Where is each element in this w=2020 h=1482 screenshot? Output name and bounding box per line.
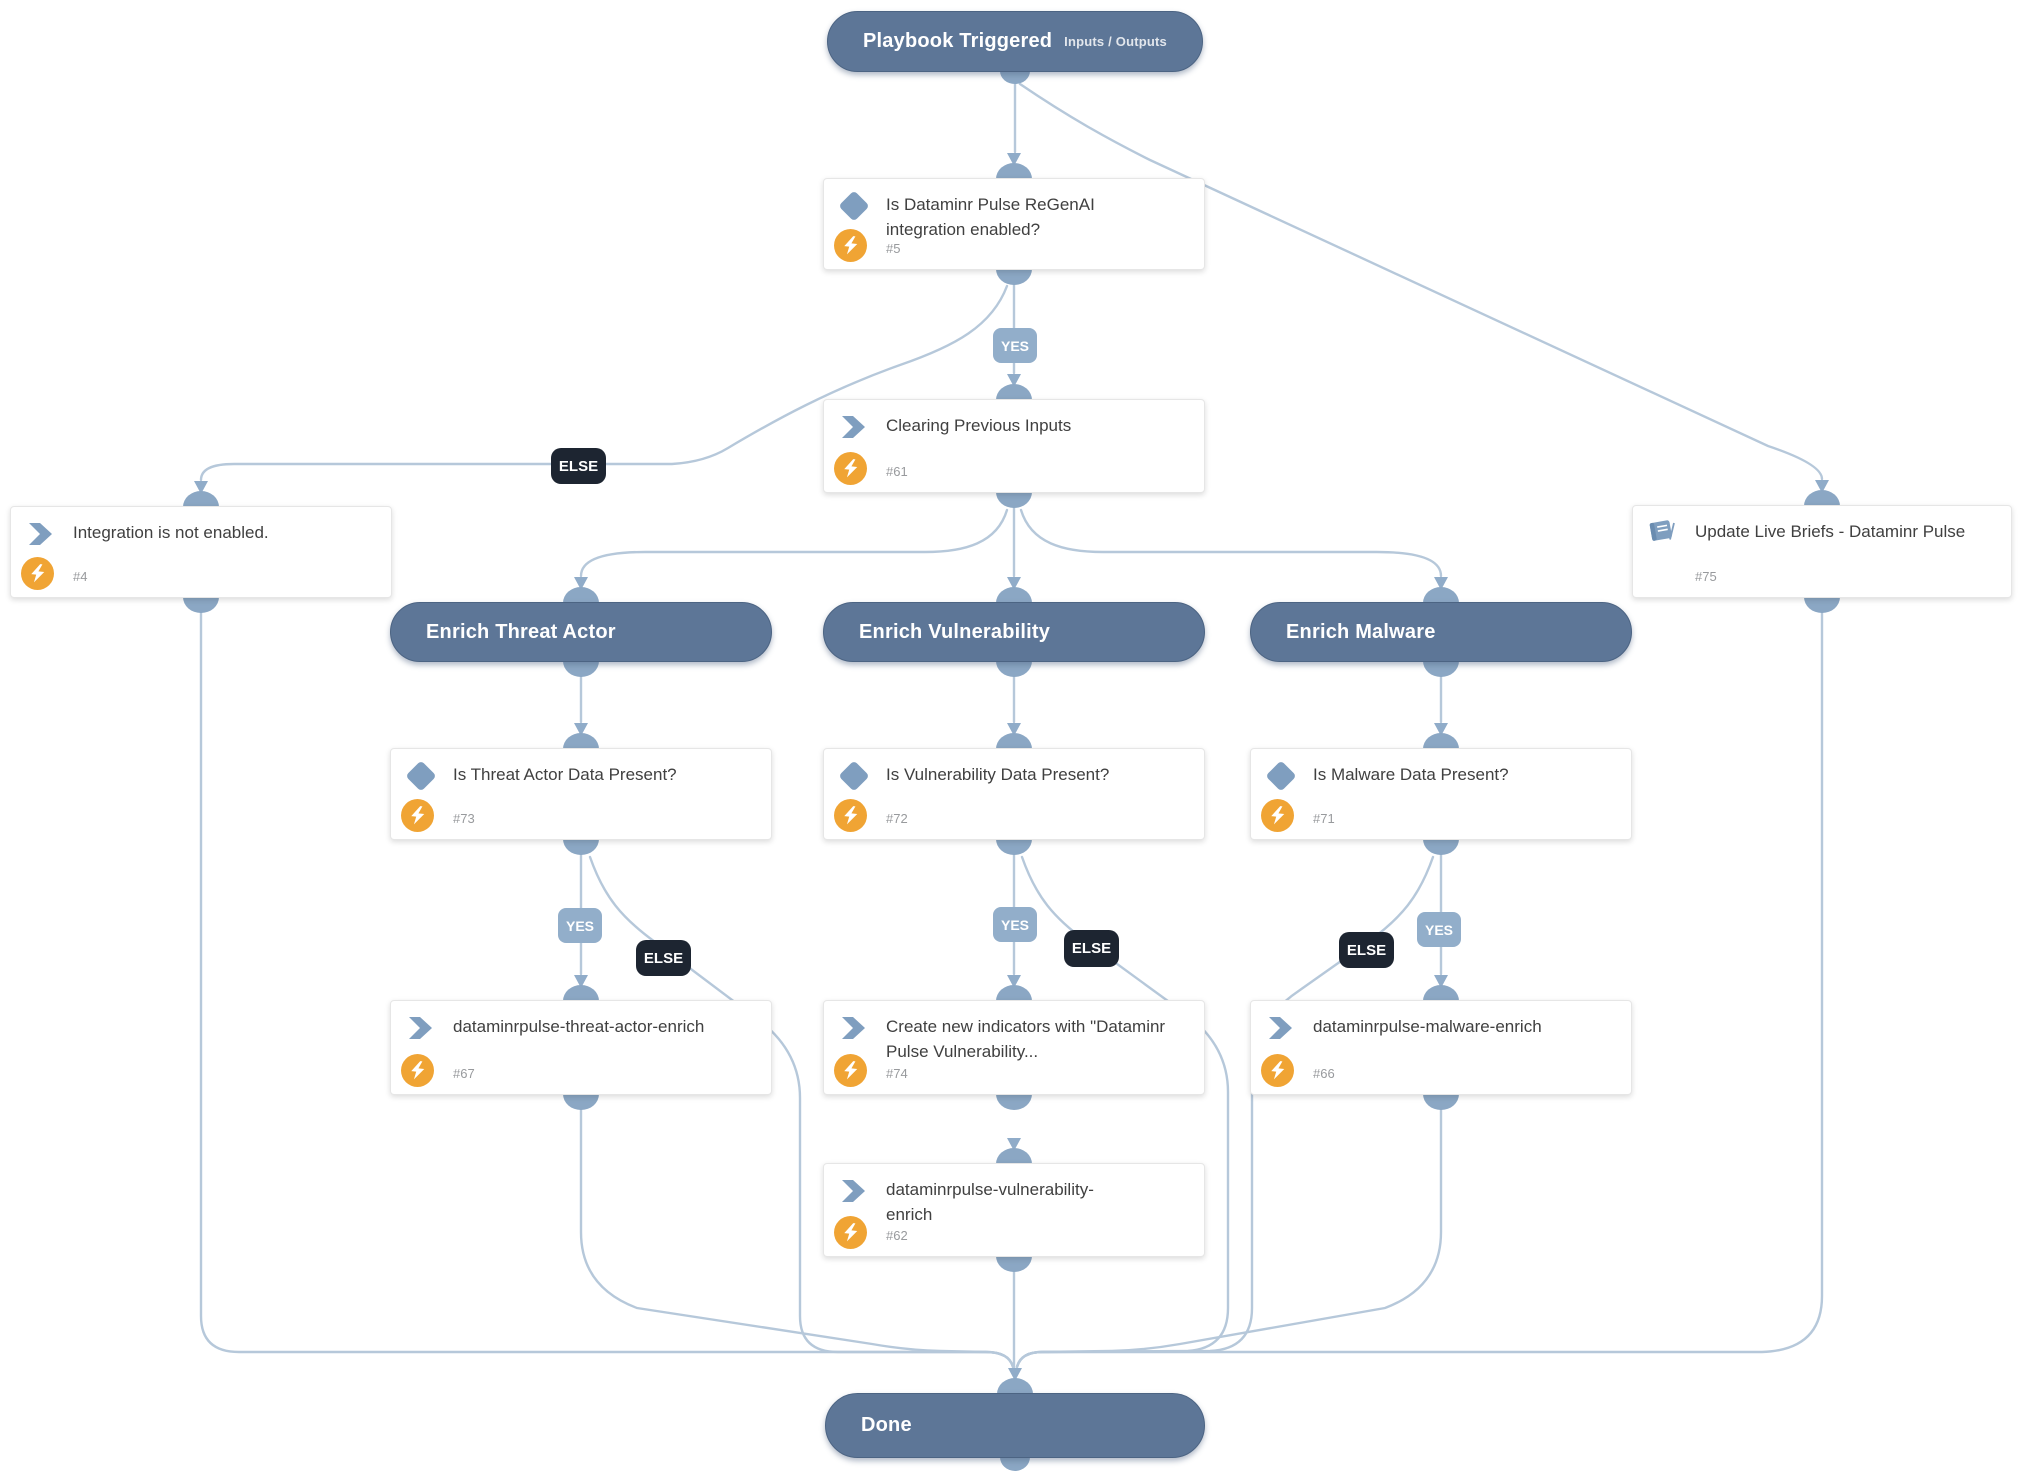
- task-number: #5: [886, 241, 901, 256]
- automation-icon: [409, 1017, 432, 1039]
- task-title: Integration is not enabled.: [73, 523, 269, 542]
- section-header-enrich-vulnerability[interactable]: Enrich Vulnerability: [823, 602, 1205, 662]
- task-number: #67: [453, 1066, 475, 1081]
- task-number: #61: [886, 464, 908, 479]
- else-text: ELSE: [1071, 940, 1112, 957]
- else-text: ELSE: [643, 949, 684, 967]
- yes-text: YES: [1424, 921, 1453, 938]
- condition-icon: [838, 190, 870, 222]
- task-number: #66: [1313, 1066, 1335, 1081]
- arrowheads: [194, 153, 1829, 1381]
- task-number: #73: [453, 811, 475, 826]
- branch-label-yes: YES: [1417, 912, 1461, 947]
- task-number: #74: [886, 1066, 908, 1081]
- lightning-icon: [834, 1054, 867, 1087]
- section-title: Enrich Malware: [1286, 620, 1436, 643]
- task-card-threat-actor-enrich[interactable]: dataminrpulse-threat-actor-enrich #67: [390, 1000, 772, 1095]
- automation-icon: [842, 1180, 865, 1202]
- end-node-done[interactable]: Done: [825, 1393, 1205, 1458]
- task-card-create-indicators[interactable]: Create new indicators with "Dataminr Pul…: [823, 1000, 1205, 1095]
- task-title: Is Threat Actor Data Present?: [453, 765, 677, 784]
- branch-label-yes: YES: [993, 907, 1037, 942]
- node-ports: [183, 71, 1840, 1471]
- lightning-icon: [834, 229, 867, 262]
- start-node-playbook-triggered[interactable]: Playbook Triggered Inputs / Outputs: [827, 11, 1203, 72]
- condition-icon: [1265, 760, 1297, 792]
- task-title: dataminrpulse-malware-enrich: [1313, 1017, 1542, 1036]
- yes-text: YES: [565, 917, 594, 934]
- branch-label-yes: YES: [993, 328, 1037, 363]
- lightning-icon: [834, 452, 867, 485]
- task-number: #72: [886, 811, 908, 826]
- lightning-icon: [401, 799, 434, 832]
- start-node-label: Playbook Triggered: [863, 30, 1053, 52]
- automation-icon: [1269, 1017, 1292, 1039]
- lightning-icon: [21, 557, 54, 590]
- section-header-enrich-threat-actor[interactable]: Enrich Threat Actor: [390, 602, 772, 662]
- task-number: #71: [1313, 811, 1335, 826]
- branch-label-else: ELSE: [1064, 930, 1119, 967]
- automation-icon: [842, 1017, 865, 1039]
- task-card-malware-check[interactable]: Is Malware Data Present? #71: [1250, 748, 1632, 840]
- task-card-vulnerability-check[interactable]: Is Vulnerability Data Present? #72: [823, 748, 1205, 840]
- task-number: #75: [1695, 569, 1717, 584]
- task-number: #62: [886, 1228, 908, 1243]
- condition-icon: [405, 760, 437, 792]
- task-card-regenai-check[interactable]: Is Dataminr Pulse ReGenAI integration en…: [823, 178, 1205, 270]
- branch-label-yes: YES: [558, 908, 602, 943]
- task-title: Update Live Briefs - Dataminr Pulse: [1695, 522, 1966, 541]
- section-title: Enrich Threat Actor: [426, 620, 616, 643]
- task-number: #4: [73, 569, 88, 584]
- yes-text: YES: [1000, 337, 1029, 354]
- task-title: dataminrpulse-threat-actor-enrich: [453, 1017, 705, 1036]
- task-title: Is Malware Data Present?: [1313, 765, 1509, 784]
- task-card-vulnerability-enrich[interactable]: dataminrpulse-vulnerability-enrich #62: [823, 1163, 1205, 1257]
- branch-label-else: ELSE: [551, 448, 606, 484]
- lightning-icon: [834, 799, 867, 832]
- section-title: Enrich Vulnerability: [859, 620, 1051, 643]
- condition-icon: [838, 760, 870, 792]
- playbook-icon: [1649, 520, 1675, 541]
- task-title: Clearing Previous Inputs: [886, 416, 1072, 435]
- branch-label-else: ELSE: [1339, 932, 1394, 968]
- lightning-icon: [1261, 1054, 1294, 1087]
- task-card-not-enabled[interactable]: Integration is not enabled. #4: [10, 506, 392, 598]
- lightning-icon: [1261, 799, 1294, 832]
- automation-icon: [842, 416, 865, 438]
- task-title: Is Vulnerability Data Present?: [886, 765, 1110, 784]
- branch-label-else: ELSE: [636, 940, 691, 976]
- task-card-clearing-inputs[interactable]: Clearing Previous Inputs #61: [823, 399, 1205, 493]
- task-title: Is Dataminr Pulse ReGenAI integration en…: [886, 195, 1095, 239]
- section-header-enrich-malware[interactable]: Enrich Malware: [1250, 602, 1632, 662]
- task-card-update-live-briefs[interactable]: Update Live Briefs - Dataminr Pulse #75: [1632, 505, 2012, 598]
- task-card-threat-actor-check[interactable]: Is Threat Actor Data Present? #73: [390, 748, 772, 840]
- task-title: dataminrpulse-vulnerability-enrich: [886, 1180, 1094, 1224]
- task-card-malware-enrich[interactable]: dataminrpulse-malware-enrich #66: [1250, 1000, 1632, 1095]
- lightning-icon: [401, 1054, 434, 1087]
- task-title: Create new indicators with "Dataminr Pul…: [886, 1017, 1166, 1061]
- else-text: ELSE: [1346, 941, 1387, 959]
- end-node-label: Done: [861, 1414, 912, 1436]
- yes-text: YES: [1000, 916, 1029, 933]
- else-text: ELSE: [558, 457, 599, 475]
- lightning-icon: [834, 1216, 867, 1249]
- automation-icon: [29, 523, 52, 545]
- inputs-outputs-link[interactable]: Inputs / Outputs: [1064, 34, 1167, 49]
